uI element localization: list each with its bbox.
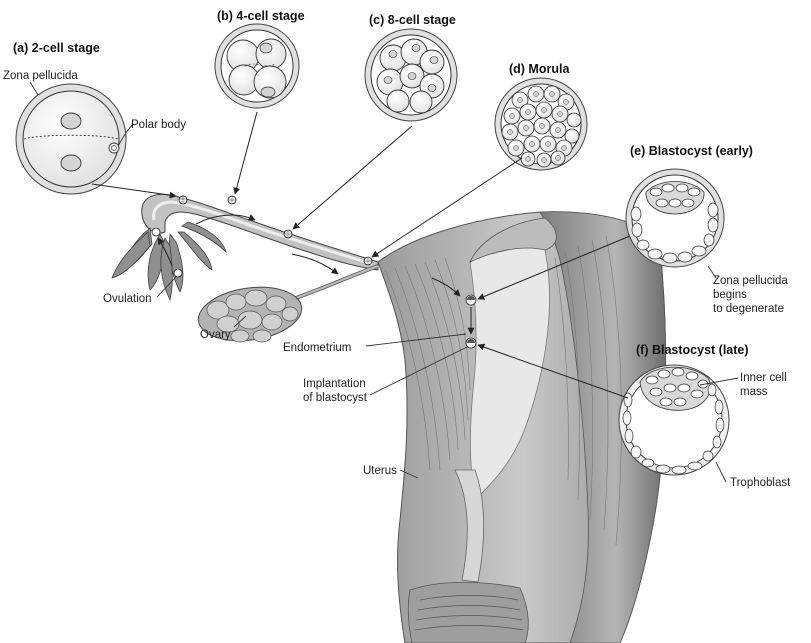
polar-body xyxy=(109,143,119,153)
arrow-four-cell xyxy=(235,112,257,194)
eight-cell-embryo xyxy=(365,29,457,121)
four-cell-embryo xyxy=(215,24,299,108)
trophoblast-leader xyxy=(716,462,726,482)
label-ovary: Ovary xyxy=(200,329,231,341)
label-zona-degenerate-2: begins xyxy=(713,289,747,301)
label-zona-pellucida: Zona pellucida xyxy=(3,70,78,82)
title-blastocyst-late: (f) Blastocyst (late) xyxy=(636,343,749,357)
label-implantation-2: of blastocyst xyxy=(303,392,368,404)
zona-pellucida-leader xyxy=(30,82,38,95)
label-implantation-1: Implantation xyxy=(303,378,366,390)
label-trophoblast: Trophoblast xyxy=(730,477,791,489)
label-endometrium: Endometrium xyxy=(283,342,351,354)
title-eight-cell: (c) 8-cell stage xyxy=(369,13,456,27)
label-inner-cell-1: Inner cell xyxy=(740,372,787,384)
late-blastocyst xyxy=(619,365,729,475)
label-polar-body: Polar body xyxy=(131,119,186,131)
title-morula: (d) Morula xyxy=(509,62,570,76)
title-blastocyst-early: (e) Blastocyst (early) xyxy=(630,144,753,158)
arrow-eight-cell xyxy=(293,126,412,229)
label-zona-degenerate-1: Zona pellucida xyxy=(713,275,788,287)
label-inner-cell-2: mass xyxy=(740,386,768,398)
morula-embryo xyxy=(495,78,587,170)
title-two-cell: (a) 2-cell stage xyxy=(13,41,100,55)
fimbriae xyxy=(112,222,226,300)
label-zona-degenerate-3: to degenerate xyxy=(713,303,784,315)
two-cell-embryo xyxy=(16,84,126,194)
reproductive-tract-illustration xyxy=(112,194,666,643)
title-four-cell: (b) 4-cell stage xyxy=(217,9,305,23)
vaginal-canal xyxy=(408,582,528,643)
label-uterus: Uterus xyxy=(363,465,397,477)
early-blastocyst xyxy=(626,169,724,267)
label-ovulation: Ovulation xyxy=(103,293,152,305)
arrow-two-cell xyxy=(92,184,176,196)
